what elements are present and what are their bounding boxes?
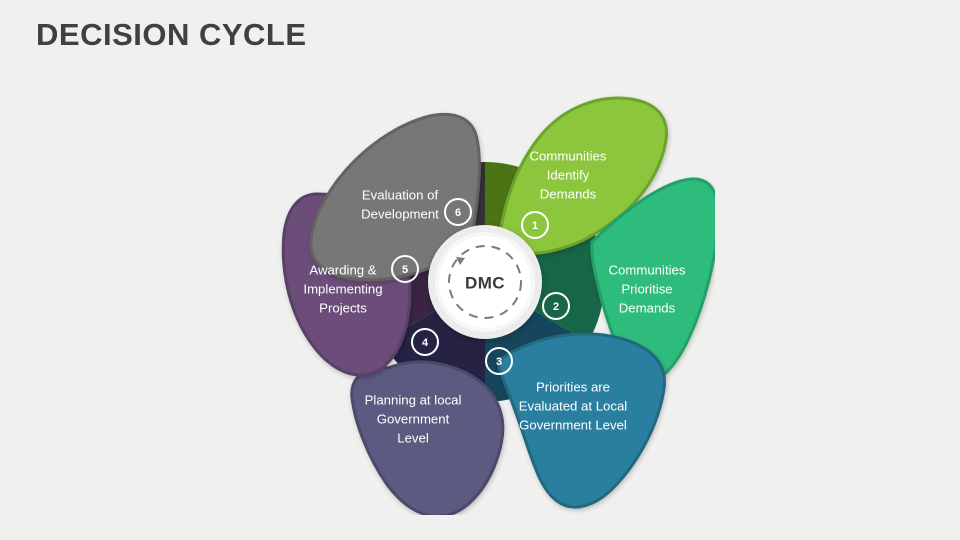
segment-2-shape[interactable] bbox=[590, 177, 715, 383]
segment-3-shape[interactable] bbox=[496, 332, 666, 509]
svg-text:Level: Level bbox=[397, 430, 429, 445]
hub-dashed-circle bbox=[448, 245, 522, 319]
svg-text:Evaluated at Local: Evaluated at Local bbox=[519, 398, 628, 413]
svg-text:Demands: Demands bbox=[540, 186, 597, 201]
cycle-svg: Communities Identify Demands Communities… bbox=[281, 96, 715, 515]
segment-4-label: Planning at local Government Level bbox=[365, 392, 462, 445]
svg-text:Demands: Demands bbox=[619, 300, 676, 315]
badge-5-ring bbox=[391, 255, 419, 283]
hub-label: DMC bbox=[465, 274, 505, 293]
svg-text:Planning at local: Planning at local bbox=[365, 392, 462, 407]
badge-2-number: 2 bbox=[553, 301, 559, 313]
badge-6[interactable]: 6 bbox=[444, 198, 472, 226]
svg-text:Implementing: Implementing bbox=[303, 281, 382, 296]
segment-1-shape[interactable] bbox=[496, 96, 669, 255]
badge-4-number: 4 bbox=[422, 337, 429, 349]
badge-4-ring bbox=[411, 328, 439, 356]
svg-text:Awarding &: Awarding & bbox=[309, 262, 376, 277]
hub: DMC bbox=[428, 225, 542, 339]
badge-5[interactable]: 5 bbox=[391, 255, 419, 283]
badge-3-number: 3 bbox=[496, 356, 502, 368]
badge-3-ring bbox=[485, 347, 513, 375]
segment-3[interactable] bbox=[496, 332, 666, 509]
segment-6-label: Evaluation of Development bbox=[361, 187, 439, 221]
svg-text:Communities: Communities bbox=[530, 148, 607, 163]
segment-3-label: Priorities are Evaluated at Local Govern… bbox=[519, 379, 628, 432]
svg-text:Prioritise: Prioritise bbox=[621, 281, 672, 296]
badge-6-number: 6 bbox=[455, 207, 461, 219]
badge-4[interactable]: 4 bbox=[411, 328, 439, 356]
segment-2-label: Communities Prioritise Demands bbox=[609, 262, 686, 315]
svg-text:Communities: Communities bbox=[609, 262, 686, 277]
segment-5-label: Awarding & Implementing Projects bbox=[303, 262, 382, 315]
svg-text:Identify: Identify bbox=[547, 167, 590, 182]
page-title: DECISION CYCLE bbox=[36, 17, 307, 52]
badge-3[interactable]: 3 bbox=[485, 347, 513, 375]
svg-text:Evaluation of: Evaluation of bbox=[362, 187, 439, 202]
svg-text:Projects: Projects bbox=[319, 300, 367, 315]
inner-wedge-2 bbox=[485, 221, 605, 342]
badge-5-number: 5 bbox=[402, 264, 408, 276]
segment-1[interactable] bbox=[496, 96, 669, 255]
hub-arrow-icon bbox=[456, 257, 465, 265]
svg-text:Development: Development bbox=[361, 206, 439, 221]
segment-1-label: Communities Identify Demands bbox=[530, 148, 607, 201]
svg-text:Priorities are: Priorities are bbox=[536, 379, 610, 394]
badge-6-ring bbox=[444, 198, 472, 226]
badge-1[interactable]: 1 bbox=[521, 211, 549, 239]
svg-text:Government Level: Government Level bbox=[519, 417, 627, 432]
decision-cycle-diagram: Communities Identify Demands Communities… bbox=[255, 50, 715, 515]
badge-2-ring bbox=[542, 292, 570, 320]
svg-text:Government: Government bbox=[377, 411, 450, 426]
badge-1-ring bbox=[521, 211, 549, 239]
badge-2[interactable]: 2 bbox=[542, 292, 570, 320]
badge-1-number: 1 bbox=[532, 220, 538, 232]
segment-2[interactable] bbox=[590, 177, 715, 383]
